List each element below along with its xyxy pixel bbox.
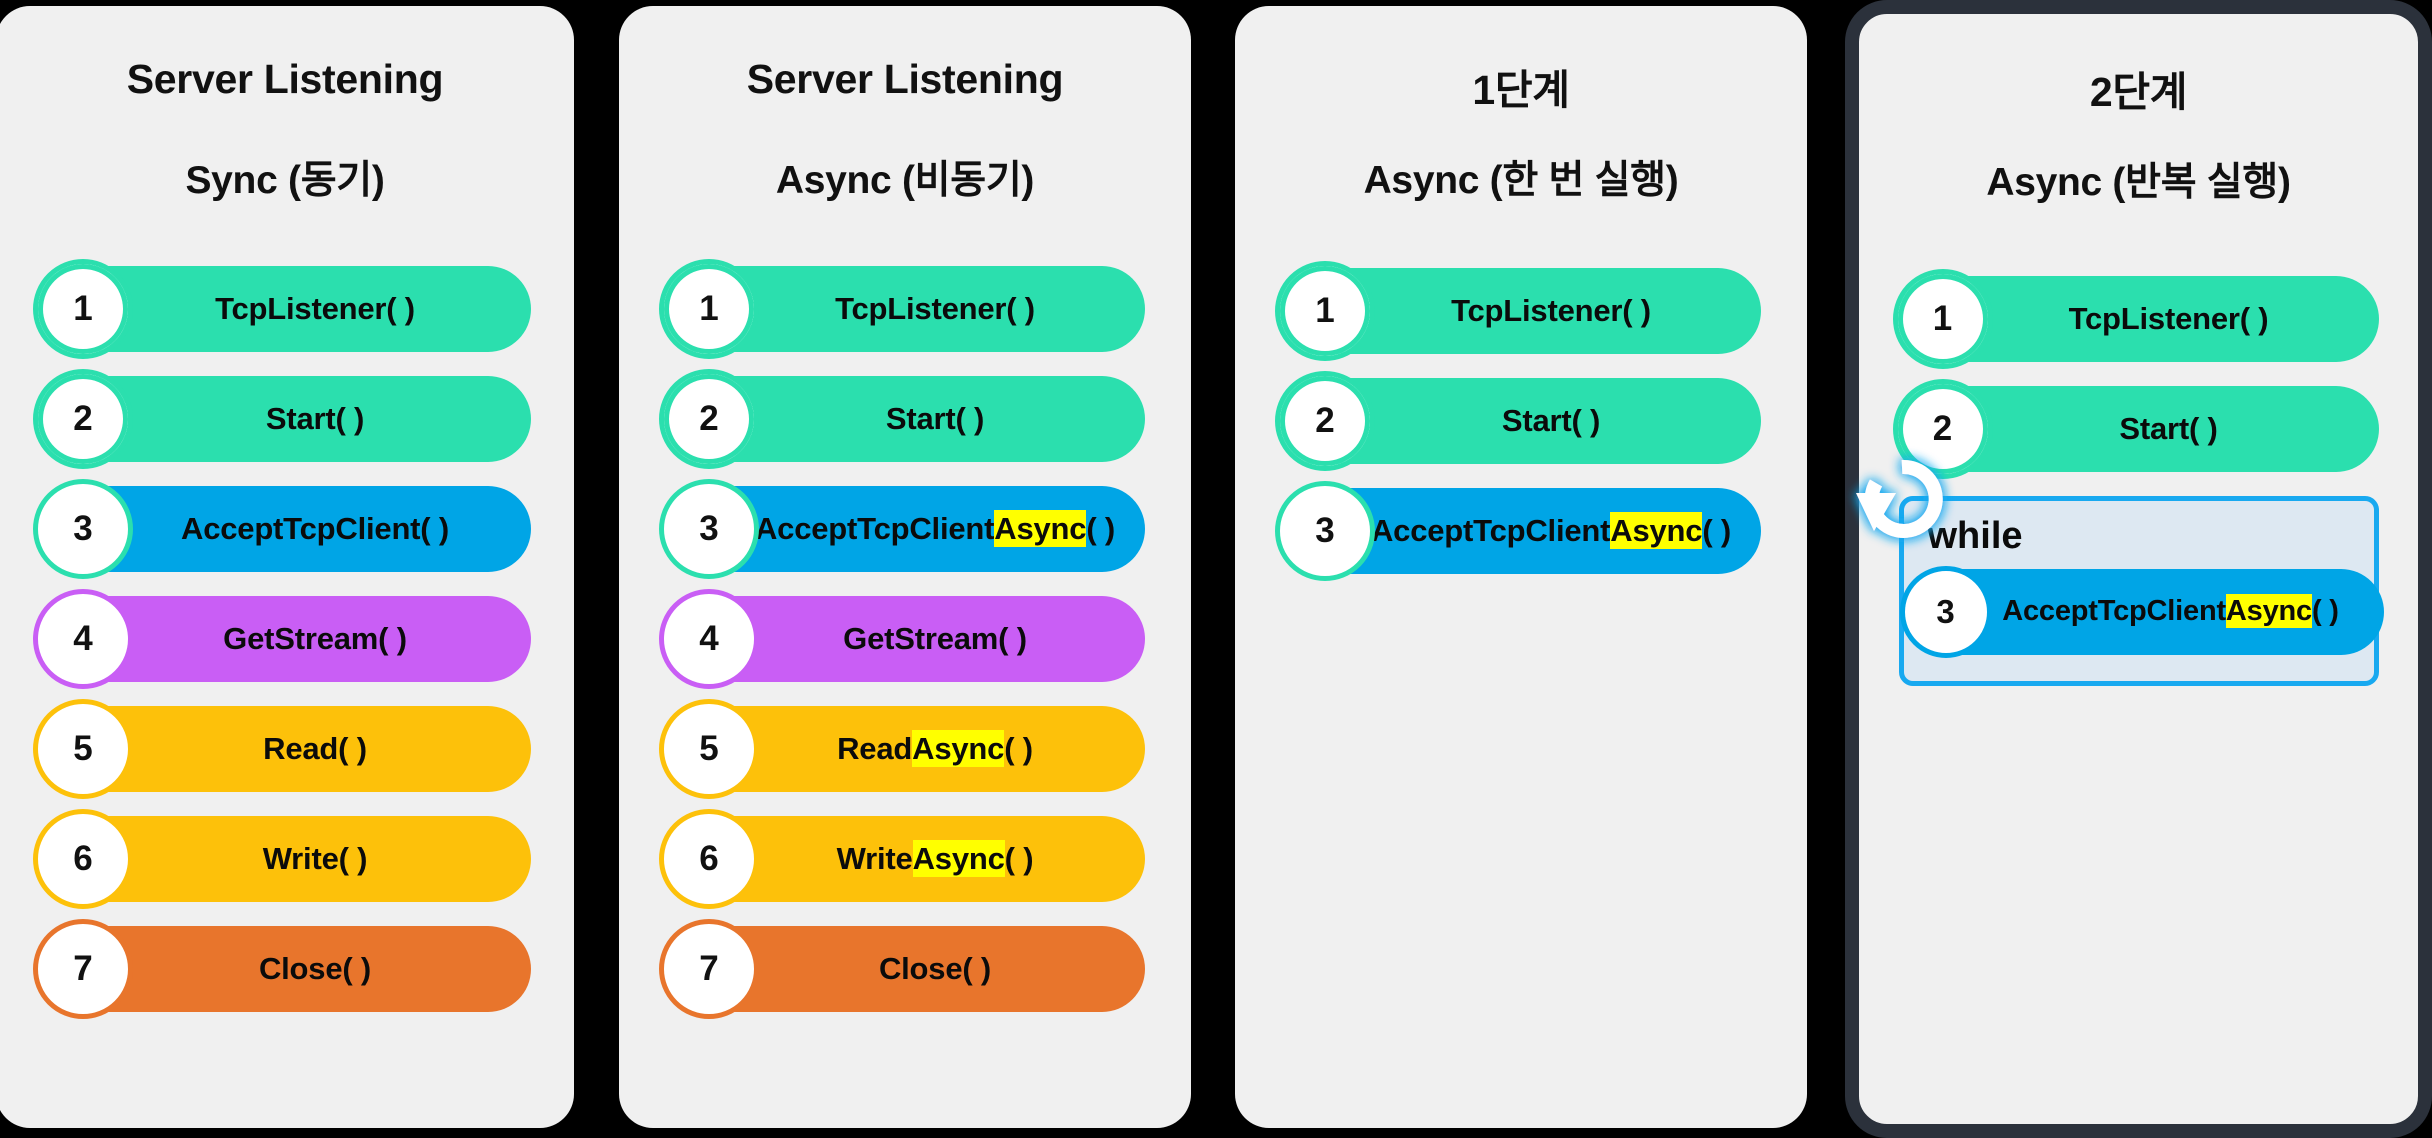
step-label: ReadAsync( ) [837,730,1033,767]
step-row[interactable]: 7 Close( ) [659,919,1145,1019]
step-label: TcpListener( ) [1451,293,1651,328]
step-row[interactable]: 5 ReadAsync( ) [659,699,1145,799]
step-list: 1 TcpListener( ) 2 Start( ) 3 AcceptTcpC… [0,259,574,1036]
step-list: 1 TcpListener( ) 2 Start( ) [1855,269,2418,686]
panel-subtitle: Sync (동기) [185,159,385,202]
step-label: Start( ) [885,401,985,436]
step-label: Close( ) [258,951,372,986]
panel-stage-1: 1단계 Async (한 번 실행) 1 TcpListener( ) 2 St… [1235,6,1807,1128]
panel-title: 1단계 [1472,67,1570,113]
step-number: 1 [33,259,133,359]
step-label: Read( ) [263,731,367,766]
step-row[interactable]: 3 AcceptTcpClient( ) [33,479,531,579]
step-number: 3 [1899,565,1992,658]
step-row[interactable]: 2 Start( ) [1275,371,1761,471]
step-row[interactable]: 6 WriteAsync( ) [659,809,1145,909]
step-row[interactable]: 1 TcpListener( ) [33,259,531,359]
step-row[interactable]: 3 AcceptTcpClientAsync( ) [659,479,1145,579]
step-row[interactable]: 4 GetStream( ) [659,589,1145,689]
step-row[interactable]: 3 AcceptTcpClientAsync( ) [1275,481,1761,581]
step-label: Start( ) [2119,411,2218,446]
step-label: Close( ) [878,951,992,986]
async-highlight: Async [2225,594,2312,629]
step-number: 4 [659,589,759,689]
panel-stage-2: 2단계 Async (반복 실행) 1 TcpListener( ) 2 Sta… [1845,0,2432,1138]
step-number: 6 [33,809,133,909]
step-row[interactable]: 2 Start( ) [1892,379,2379,479]
step-number: 3 [33,479,133,579]
step-number: 4 [33,589,133,689]
async-highlight: Async [1610,512,1703,549]
step-row[interactable]: 4 GetStream( ) [33,589,531,689]
panel-async: Server Listening Async (비동기) 1 TcpListen… [619,6,1191,1128]
step-number: 3 [659,479,759,579]
step-row[interactable]: 6 Write( ) [33,809,531,909]
step-number: 2 [33,369,133,469]
panel-sync: Server Listening Sync (동기) 1 TcpListener… [0,6,574,1128]
panel-subtitle: Async (반복 실행) [1986,161,2291,204]
step-label: GetStream( ) [843,621,1027,656]
step-number: 7 [659,919,759,1019]
step-number: 1 [1275,261,1375,361]
step-label: TcpListener( ) [2068,301,2269,336]
step-label: AcceptTcpClientAsync( ) [2002,594,2339,629]
step-number: 5 [659,699,759,799]
while-loop-block: while 3 AcceptTcpClientAsync( ) [1855,459,2384,686]
step-number: 1 [659,259,759,359]
step-label: GetStream( ) [223,621,407,656]
step-row[interactable]: 3 AcceptTcpClientAsync( ) [1899,565,2384,658]
step-label: TcpListener( ) [215,291,415,326]
step-label: AcceptTcpClient( ) [181,511,449,546]
step-number: 2 [1892,379,1993,479]
step-label: WriteAsync( ) [836,840,1034,877]
step-label: Write( ) [262,841,368,876]
panel-title: Server Listening [746,56,1064,102]
step-number: 6 [659,809,759,909]
async-highlight: Async [912,730,1005,767]
step-label: TcpListener( ) [835,291,1035,326]
step-row[interactable]: 1 TcpListener( ) [1275,261,1761,361]
step-number: 7 [33,919,133,1019]
step-number: 2 [659,369,759,469]
step-row[interactable]: 1 TcpListener( ) [659,259,1145,359]
step-label: AcceptTcpClientAsync( ) [754,510,1115,547]
step-row[interactable]: 1 TcpListener( ) [1892,269,2379,369]
step-row[interactable]: 7 Close( ) [33,919,531,1019]
async-highlight: Async [912,840,1005,877]
panel-subtitle: Async (비동기) [775,159,1035,202]
while-keyword-label: while [1927,515,2023,557]
step-label: Start( ) [1501,403,1601,438]
step-row[interactable]: 2 Start( ) [33,369,531,469]
step-number: 1 [1892,269,1993,369]
step-label: AcceptTcpClientAsync( ) [1370,512,1731,549]
step-number: 5 [33,699,133,799]
panel-title: 2단계 [2089,69,2188,115]
panel-subtitle: Async (한 번 실행) [1363,159,1679,202]
step-row[interactable]: 2 Start( ) [659,369,1145,469]
async-highlight: Async [994,510,1087,547]
panel-title: Server Listening [126,56,444,102]
step-number: 2 [1275,371,1375,471]
step-list: 1 TcpListener( ) 2 Start( ) 3 AcceptTcpC… [1235,261,1807,598]
step-label: Start( ) [265,401,365,436]
step-row[interactable]: 5 Read( ) [33,699,531,799]
step-number: 3 [1275,481,1375,581]
step-list: 1 TcpListener( ) 2 Start( ) 3 AcceptTcpC… [619,259,1191,1036]
